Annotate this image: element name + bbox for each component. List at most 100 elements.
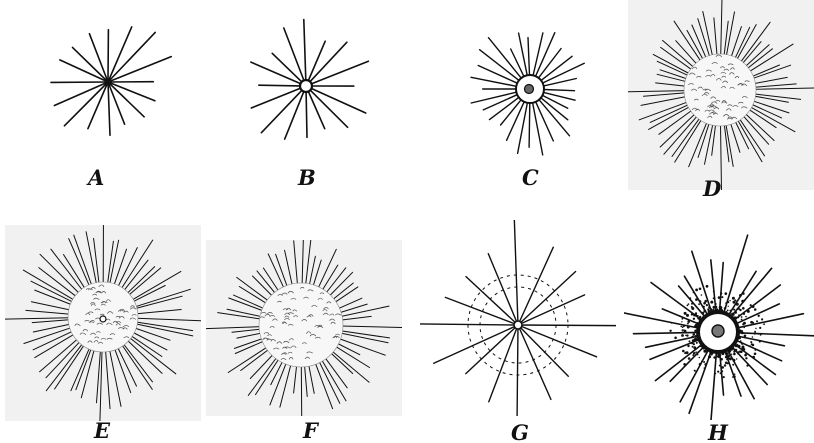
- panel-h-stipple-dot: [754, 332, 756, 334]
- panel-h-stipple-dot: [671, 322, 673, 324]
- panel-h-stipple-dot: [692, 354, 694, 356]
- panel-h-stipple-dot: [727, 362, 729, 364]
- panel-h-stipple-dot: [752, 305, 755, 308]
- panel-h-stipple-dot: [679, 315, 680, 316]
- panel-h-stipple-dot: [697, 351, 699, 353]
- panel-b-ray: [251, 88, 300, 108]
- panel-c-ray: [533, 103, 543, 155]
- panel-h-stipple-dot: [688, 357, 691, 360]
- panel-h-stipple-dot: [718, 354, 721, 357]
- panel-h-stipple-dot: [693, 346, 696, 349]
- panel-h-stipple-dot: [713, 356, 715, 358]
- panel-e-nucleus: [100, 316, 106, 322]
- panel-h-stipple-dot: [742, 307, 745, 310]
- panel-h-ray: [634, 332, 699, 333]
- panel-h-stipple-dot: [723, 376, 725, 378]
- panel-h-stipple-dot: [755, 328, 756, 329]
- panel-h-stipple-dot: [759, 327, 761, 329]
- panel-h-stipple-dot: [741, 319, 743, 321]
- panel-h-stipple-dot: [721, 296, 723, 298]
- panel-h-stipple-dot: [688, 303, 690, 305]
- panel-f-label: F: [303, 420, 318, 441]
- panel-h-stipple-dot: [716, 354, 718, 356]
- panel-a: [30, 10, 190, 170]
- panel-h-stipple-dot: [709, 308, 711, 310]
- panel-h-stipple-dot: [699, 300, 701, 302]
- panel-h-stipple-dot: [682, 331, 684, 333]
- panel-b-ray: [304, 20, 306, 81]
- panel-c: [452, 10, 612, 170]
- panel-h-stipple-dot: [717, 371, 719, 373]
- panel-a-ray: [64, 82, 108, 126]
- panel-h-stipple-dot: [683, 363, 686, 366]
- panel-h-stipple-dot: [739, 294, 742, 297]
- panel-g-rays: [420, 220, 616, 416]
- panel-h-stipple-dot: [687, 326, 690, 329]
- panel-h-stipple-dot: [729, 300, 730, 301]
- panel-h-stipple-dot: [695, 289, 698, 292]
- panel-c-nucleus: [525, 85, 534, 94]
- panel-h-stipple-dot: [754, 353, 757, 356]
- panel-h-stipple-dot: [691, 336, 693, 338]
- panel-c-ray: [518, 103, 528, 154]
- panel-h-label: H: [708, 422, 728, 443]
- panel-h-stipple-dot: [725, 292, 728, 295]
- panel-h-stipple-dot: [669, 330, 671, 332]
- panel-h-stipple-dot: [744, 335, 747, 338]
- panel-h-stipple-dot: [708, 355, 711, 358]
- panel-h-stipple-dot: [736, 303, 739, 306]
- panel-h-stipple-dot: [740, 327, 742, 329]
- panel-h-stipple-dot: [725, 307, 727, 309]
- panel-h-stipple-dot: [691, 342, 693, 344]
- panel-g-drawing: [420, 220, 616, 416]
- panel-a-ray: [108, 82, 144, 117]
- panel-f-drawing: [206, 240, 402, 416]
- panel-h-stipple-dot: [754, 308, 757, 311]
- panel-h-stipple-dot: [689, 340, 691, 342]
- panel-a-center: [105, 79, 111, 85]
- panel-h-ray: [646, 336, 699, 347]
- panel-h-stipple-dot: [733, 309, 735, 311]
- panel-a-rays: [51, 27, 171, 135]
- panel-d-drawing: [628, 0, 814, 190]
- panel-h-stipple-dot: [706, 304, 708, 306]
- panel-g-ray: [445, 297, 518, 325]
- panel-d: [628, 0, 814, 190]
- panel-h-stipple-dot: [704, 367, 705, 368]
- panel-h-stipple-dot: [682, 350, 685, 353]
- panel-h-stipple-dot: [720, 306, 723, 309]
- panel-h-stipple-dot: [727, 301, 729, 303]
- panel-g-ray: [518, 272, 576, 326]
- panel-h-stipple-dot: [732, 359, 735, 362]
- panel-h-stipple-dot: [745, 357, 747, 359]
- panel-h-stipple-dot: [683, 325, 685, 327]
- panel-h-stipple-dot: [697, 315, 699, 317]
- panel-h-stipple-dot: [735, 349, 738, 352]
- panel-h-stipple-dot: [736, 358, 737, 359]
- panel-g-ray: [518, 325, 568, 376]
- panel-h-stipple-dot: [738, 345, 741, 348]
- panel-h-stipple-dot: [693, 352, 696, 355]
- panel-h-stipple-dot: [720, 358, 723, 361]
- panel-h-ray: [738, 314, 804, 328]
- panel-h-stipple-dot: [729, 357, 732, 360]
- panel-a-ray: [73, 47, 109, 82]
- panel-h-stipple-dot: [734, 299, 736, 301]
- panel-h-stipple-dot: [707, 308, 709, 310]
- panel-h-stipple-dot: [727, 355, 730, 358]
- panel-h-stipple-dot: [738, 317, 740, 319]
- panel-h-stipple-dot: [686, 314, 689, 317]
- panel-c-ray: [471, 77, 516, 86]
- panel-h-stipple-dot: [699, 363, 702, 366]
- panel-a-label: A: [88, 167, 104, 188]
- panel-g-ray: [466, 277, 518, 325]
- panel-h-stipple-dot: [725, 302, 727, 304]
- panel-h-stipple-dot: [687, 320, 690, 323]
- panel-b-ray: [259, 85, 300, 86]
- panel-h-stipple-dot: [756, 320, 758, 322]
- panel-h-stipple-dot: [732, 364, 734, 366]
- panel-c-ray: [543, 63, 585, 83]
- panel-d-body: [684, 54, 756, 126]
- panel-h-stipple-dot: [715, 303, 716, 304]
- panel-h-stipple-dot: [696, 342, 698, 344]
